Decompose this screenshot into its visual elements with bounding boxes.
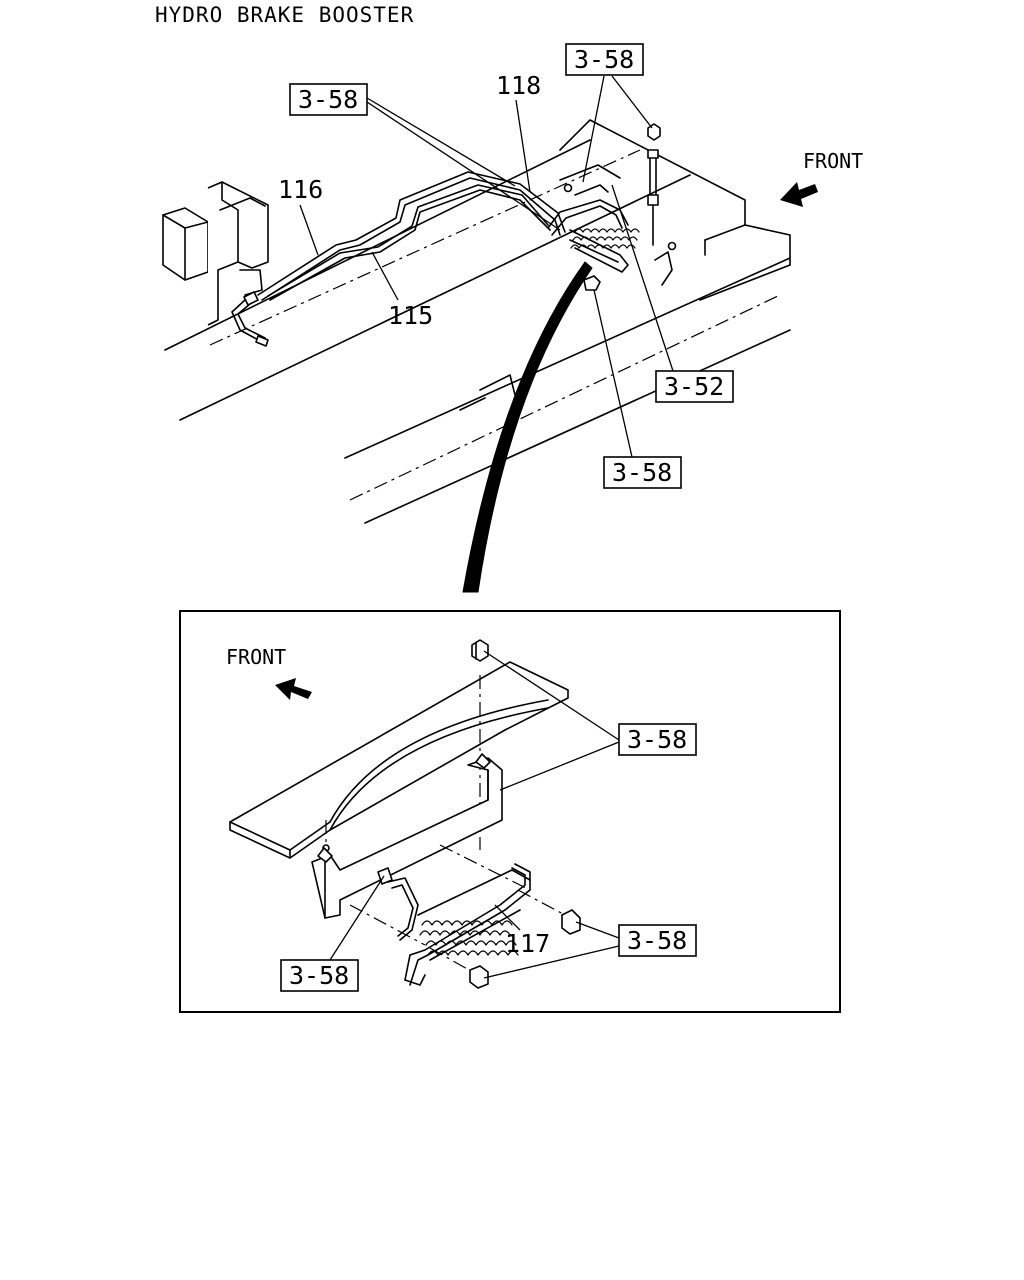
ref-box-3-52[interactable]: 3-52 <box>655 370 734 403</box>
part-number-116: 116 <box>278 175 323 204</box>
ref-label: 3-58 <box>298 85 358 114</box>
left-bracket <box>162 181 269 326</box>
front-arrow-icon <box>275 678 312 700</box>
ref-label: 3-58 <box>612 458 672 487</box>
part-number-115: 115 <box>388 301 433 330</box>
ref-box-3-58-d[interactable]: 3-58 <box>618 723 697 756</box>
brake-pipes <box>231 171 566 347</box>
front-indicator-detail: FRONT <box>226 645 312 700</box>
upper-cooler <box>547 164 677 286</box>
front-indicator-upper: FRONT <box>780 149 863 207</box>
upper-view: FRONT 118 116 115 3-58 3-58 3-52 <box>162 43 863 593</box>
ref-label: 3-58 <box>289 961 349 990</box>
ref-box-3-58-c[interactable]: 3-58 <box>603 456 682 489</box>
detail-cooler <box>349 844 566 986</box>
front-label-detail: FRONT <box>226 645 286 669</box>
ref-label: 3-58 <box>574 45 634 74</box>
detail-view: FRONT <box>179 610 841 1013</box>
frame-rail <box>164 119 791 524</box>
detail-leader-curve <box>462 261 593 593</box>
diagram-title: HYDRO BRAKE BOOSTER <box>155 3 414 27</box>
part-number-118: 118 <box>496 71 541 100</box>
ref-box-3-58-f[interactable]: 3-58 <box>280 959 359 992</box>
front-arrow-icon <box>780 182 818 207</box>
stud-bolt <box>583 123 661 291</box>
ref-label: 3-52 <box>664 372 724 401</box>
ref-label: 3-58 <box>627 725 687 754</box>
part-number-117: 117 <box>505 929 550 958</box>
bolts <box>469 909 581 989</box>
cooler-bracket <box>311 753 503 919</box>
ref-label: 3-58 <box>627 926 687 955</box>
flange-nut <box>471 639 489 662</box>
ref-box-3-58-e[interactable]: 3-58 <box>618 924 697 957</box>
ref-box-3-58-b[interactable]: 3-58 <box>289 83 368 116</box>
front-label-upper: FRONT <box>803 149 863 173</box>
ref-box-3-58-a[interactable]: 3-58 <box>565 43 644 76</box>
